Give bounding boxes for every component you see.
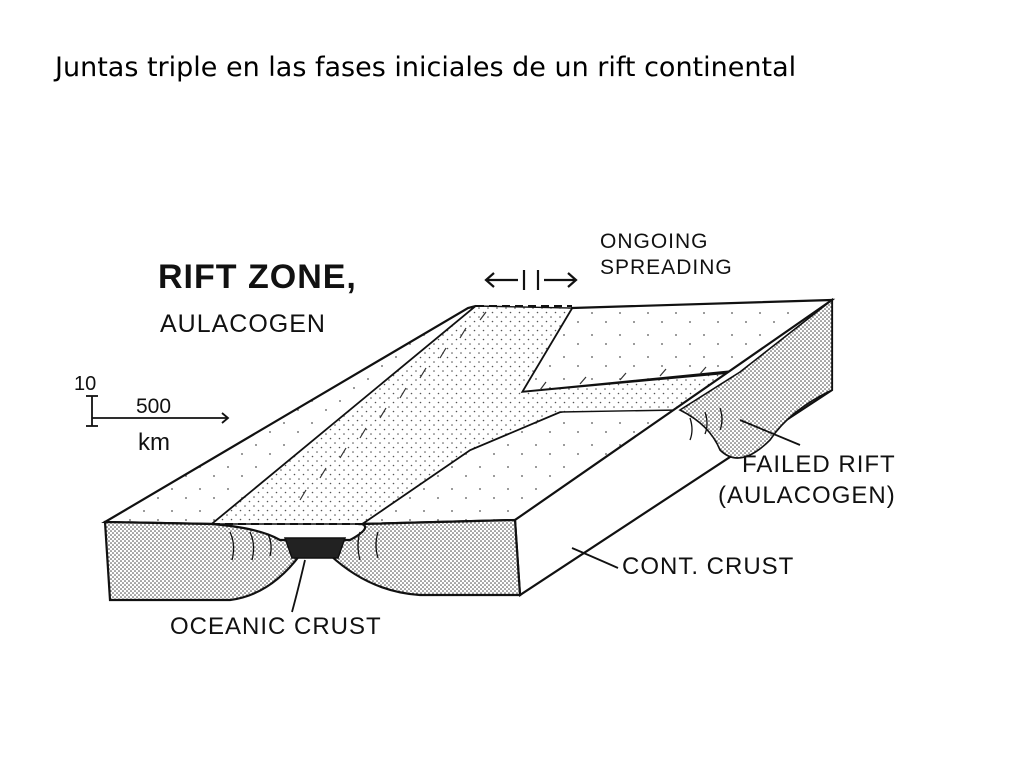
failed-rift-notch — [678, 298, 833, 459]
scale-unit-label: km — [138, 429, 170, 456]
label-oceanic-crust: OCEANIC CRUST — [170, 613, 382, 640]
scale-bar — [86, 395, 230, 427]
label-aulacogen: AULACOGEN — [160, 310, 326, 338]
scale-horizontal-label: 500 — [136, 395, 171, 418]
scale-vertical-label: 10 — [74, 373, 96, 395]
rift-axis-hatching — [299, 311, 707, 501]
slide-title: Juntas triple en las fases iniciales de … — [55, 52, 797, 83]
fault-ticks — [229, 407, 723, 561]
leader-lines — [291, 419, 801, 613]
label-spreading: SPREADING — [600, 256, 733, 279]
oceanic-crust-fill — [283, 537, 347, 559]
label-failed-rift: FAILED RIFT — [742, 451, 896, 478]
label-cont-crust: CONT. CRUST — [622, 553, 794, 580]
block-front-face — [103, 518, 522, 602]
label-ongoing: ONGOING — [600, 230, 709, 253]
label-rift-zone: RIFT ZONE, — [158, 258, 357, 296]
label-failed-rift-sub: (AULACOGEN) — [718, 482, 896, 509]
spreading-arrows — [484, 270, 578, 290]
